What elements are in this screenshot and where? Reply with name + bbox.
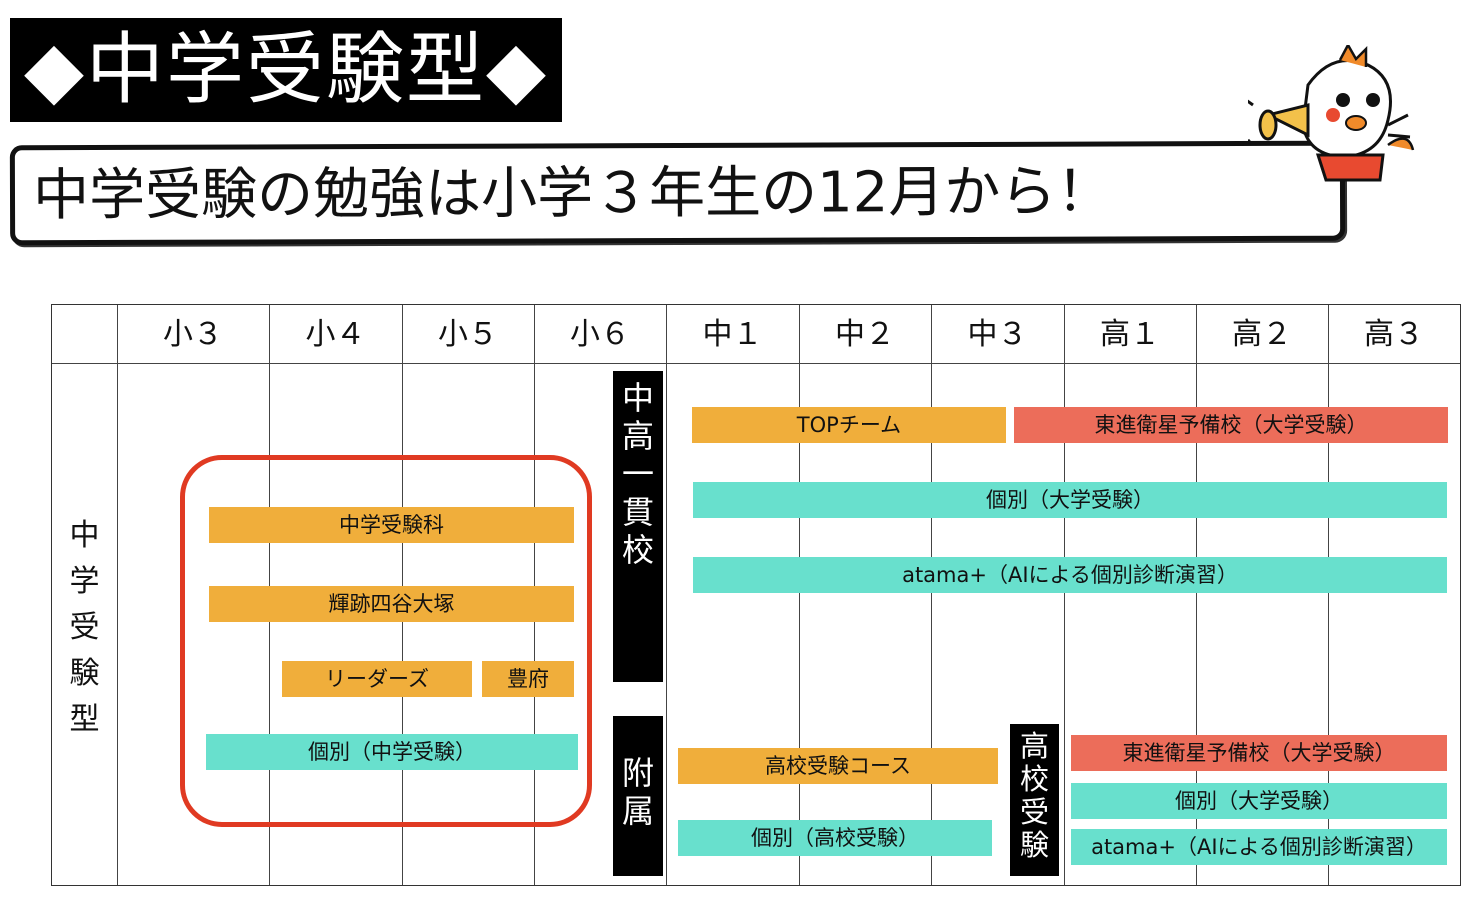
col-header-ko1: 高１	[1100, 317, 1160, 352]
bar-toyofu: 豊府	[482, 661, 574, 697]
bar-leaders: リーダーズ	[282, 661, 472, 697]
col-header-sho5: 小５	[438, 317, 498, 352]
block-char: 属	[621, 792, 654, 830]
subtitle-banner: 中学受験の勉強は小学３年生の12月から！	[9, 140, 1346, 246]
block-char: 貫	[621, 493, 654, 531]
mascot-megaphone-icon	[1248, 45, 1415, 182]
col-header-sho6: 小６	[570, 317, 630, 352]
program-chart: 小３ 小４ 小５ 小６ 中１ 中２ 中３ 高１ 高２ 高３ 中 学 受 験 型 …	[51, 304, 1461, 886]
block-koko-juken: 高 校 受 験	[1010, 724, 1059, 876]
block-char: 高	[621, 417, 654, 455]
bar-kobetsu-daigaku-2: 個別（大学受験）	[1071, 783, 1447, 819]
block-char: 校	[1019, 762, 1049, 796]
block-char: 受	[1019, 795, 1049, 829]
bar-atama-plus-2: atama+（AIによる個別診断演習）	[1071, 829, 1447, 865]
bar-koko-juken-course: 高校受験コース	[678, 748, 998, 784]
block-char: 一	[621, 455, 654, 493]
row-label-char: 学	[69, 564, 100, 599]
block-char: 中	[621, 379, 654, 417]
block-char: 附	[621, 754, 654, 792]
col-header-ko3: 高３	[1364, 317, 1424, 352]
page-title: ◆中学受験型◆	[10, 18, 562, 122]
bar-kobetsu-koko: 個別（高校受験）	[678, 820, 992, 856]
bar-toshin-eisei-1: 東進衛星予備校（大学受験）	[1014, 407, 1448, 443]
block-fuzoku: 附 属	[613, 716, 663, 876]
highlight-circle	[180, 455, 592, 827]
bar-top-team: TOPチーム	[692, 407, 1006, 443]
col-header-sho3: 小３	[163, 317, 223, 352]
block-char: 校	[621, 531, 654, 569]
col-header-chu2: 中２	[835, 317, 895, 352]
row-label: 中 学 受 験 型	[52, 513, 117, 743]
block-char: 験	[1019, 828, 1049, 862]
bar-kobetsu-daigaku-1: 個別（大学受験）	[693, 482, 1447, 518]
row-label-char: 型	[69, 702, 100, 737]
block-char: 高	[1019, 729, 1049, 763]
bar-kiseki-yotsuya-otsuka: 輝跡四谷大塚	[209, 586, 574, 622]
row-label-char: 受	[69, 610, 100, 645]
col-header-chu3: 中３	[967, 317, 1028, 352]
row-label-char: 中	[69, 518, 100, 553]
subtitle-text: 中学受験の勉強は小学３年生の12月から！	[32, 159, 1113, 229]
bar-toshin-eisei-2: 東進衛星予備校（大学受験）	[1071, 735, 1447, 771]
col-header-chu1: 中１	[702, 317, 763, 352]
col-header-ko2: 高２	[1232, 317, 1292, 352]
block-chuko-ikkan: 中 高 一 貫 校	[613, 371, 663, 682]
bar-kobetsu-chugaku: 個別（中学受験）	[206, 734, 578, 770]
bar-chugaku-juken-ka: 中学受験科	[209, 507, 574, 543]
col-header-sho4: 小４	[305, 317, 366, 352]
row-label-char: 験	[69, 656, 100, 691]
bar-atama-plus-1: atama+（AIによる個別診断演習）	[693, 557, 1447, 593]
